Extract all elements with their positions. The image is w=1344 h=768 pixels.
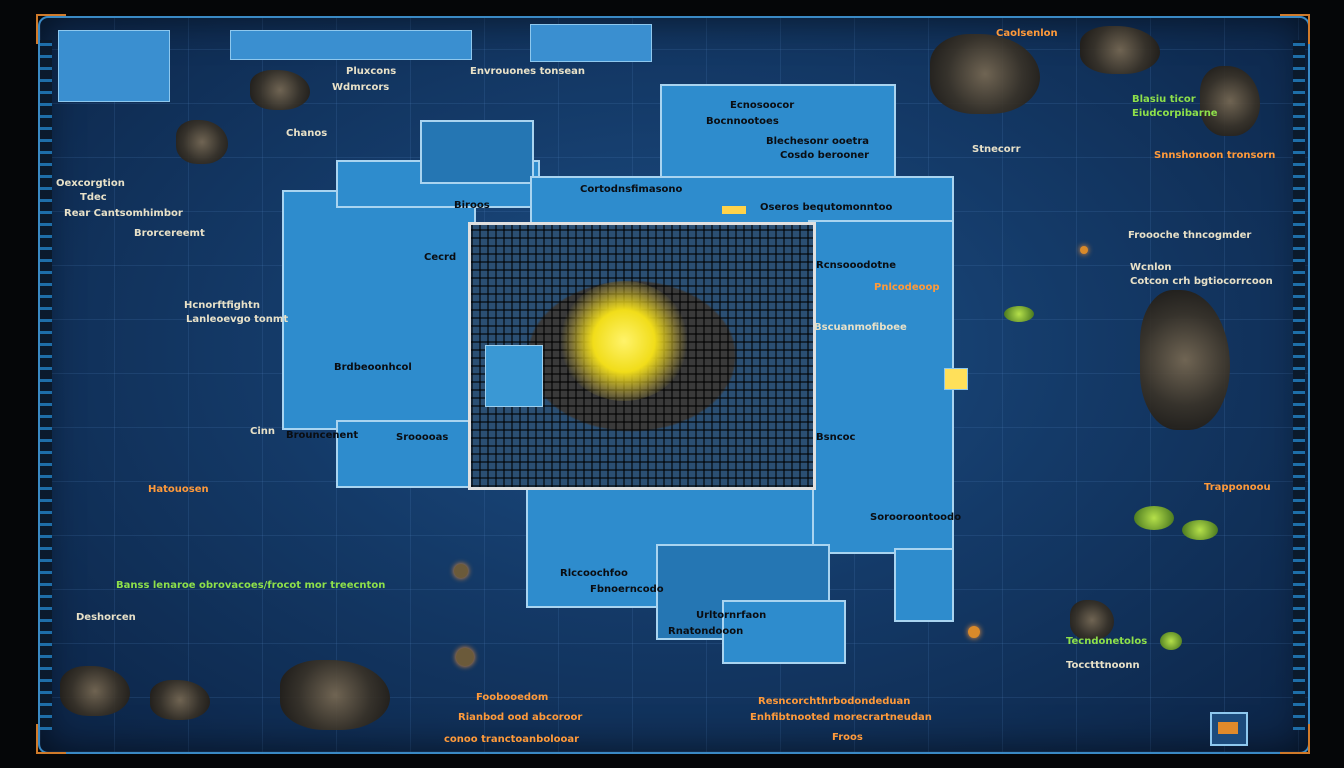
map-panel-west[interactable] (282, 190, 476, 430)
map-label: Foobooedom (476, 692, 549, 703)
panel-label: Sorooroontoodo (870, 512, 962, 523)
map-label: Lanleoevgo tonmt (186, 314, 289, 325)
map-label: Cotcon crh bgtiocorrcoon (1130, 276, 1273, 287)
ore-node-icon[interactable] (454, 564, 468, 578)
selection-marker-icon[interactable] (944, 368, 968, 390)
map-label: Rear Cantsomhimbor (64, 208, 183, 219)
tower-icon[interactable] (1200, 66, 1260, 136)
forest-icon[interactable] (1004, 306, 1034, 322)
corner-ornament (36, 724, 66, 754)
outpost-icon[interactable] (176, 120, 228, 164)
panel-label: Srooooas (396, 432, 449, 443)
yellow-marker-icon[interactable] (722, 206, 746, 214)
map-label: Froooche thncogmder (1128, 230, 1252, 241)
map-label: Enhfibtnooted morecrartneudan (750, 712, 932, 723)
fortress-icon[interactable] (930, 34, 1040, 114)
map-label: Snnshonoon tronsorn (1154, 150, 1276, 161)
mine-icon[interactable] (150, 680, 210, 720)
camp-icon[interactable] (250, 70, 310, 110)
map-label: Trapponoou (1204, 482, 1271, 493)
map-label: Brorcereemt (134, 228, 205, 239)
corner-ornament (36, 14, 66, 44)
map-label: Eiudcorpibarne (1132, 108, 1218, 119)
inset-minimap[interactable] (485, 345, 543, 407)
panel-label: Bsncoc (816, 432, 856, 443)
panel-label: Cecrd (424, 252, 457, 263)
panel-label: Oseros bequtomonntoo (760, 202, 893, 213)
ore-node-icon[interactable] (456, 648, 474, 666)
map-panel-south-foot[interactable] (722, 600, 846, 664)
map-label: Banss lenaroe obrovacoes/frocot mor tree… (116, 580, 386, 591)
map-label: Hatouosen (148, 484, 209, 495)
panel-label: Bocnnootoes (706, 116, 779, 127)
map-panel-north[interactable] (660, 84, 896, 184)
map-label: Tdec (80, 192, 107, 203)
forest-icon[interactable] (1134, 506, 1174, 530)
panel-label: Brdbeoonhcol (334, 362, 412, 373)
panel-label: Bscuanmofiboee (814, 322, 907, 333)
panel-label: Cortodnsfimasono (580, 184, 683, 195)
map-label: Caolsenlon (996, 28, 1058, 39)
map-label: Tocctttnoonn (1066, 660, 1140, 671)
forest-icon[interactable] (1182, 520, 1218, 540)
forest-icon[interactable] (1160, 632, 1182, 650)
map-label: Rianbod ood abcoroor (458, 712, 583, 723)
corner-ornament (1280, 724, 1310, 754)
panel-label: Brouncenent (286, 430, 359, 441)
panel-label: Cosdo berooner (780, 150, 870, 161)
castle-icon[interactable] (1140, 290, 1230, 430)
ruin-icon[interactable] (1080, 26, 1160, 74)
map-label: Chanos (286, 128, 328, 139)
glowing-core-icon[interactable] (559, 281, 689, 401)
map-label: Froos (832, 732, 863, 743)
map-label: Oexcorgtion (56, 178, 125, 189)
map-label: Deshorcen (76, 612, 136, 623)
village-icon[interactable] (280, 660, 390, 730)
panel-label: Fbnoerncodo (590, 584, 664, 595)
center-viewport[interactable] (468, 222, 816, 490)
shipwreck-icon[interactable] (60, 666, 130, 716)
panel-label: Rnatondooon (668, 626, 744, 637)
left-border-ornament (40, 40, 52, 730)
map-label: Wdmrcors (332, 82, 390, 93)
panel-label: Pnlcodeoop (874, 282, 940, 293)
map-label: conoo tranctoanbolooar (444, 734, 580, 745)
top-info-panel[interactable] (530, 24, 652, 62)
panel-label: Rlccoochfoo (560, 568, 628, 579)
map-label: Pluxcons (346, 66, 397, 77)
map-label: Blasiu ticor (1132, 94, 1196, 105)
map-label: Wcnlon (1130, 262, 1172, 273)
map-label: Hcnorftfightn (184, 300, 260, 311)
map-label: Cinn (250, 426, 276, 437)
map-label: Stnecorr (972, 144, 1021, 155)
resource-panel[interactable] (58, 30, 170, 102)
settings-badge-icon[interactable] (1210, 712, 1248, 746)
map-label: Tecndonetolos (1066, 636, 1148, 647)
right-border-ornament (1293, 40, 1305, 730)
map-label: Envrouones tonsean (470, 66, 585, 77)
map-panel-north-small[interactable] (420, 120, 534, 184)
gold-node-icon[interactable] (1080, 246, 1088, 254)
gold-node-icon[interactable] (968, 626, 980, 638)
panel-label: Rcnsooodotne (816, 260, 897, 271)
panel-label: Urltornrfaon (696, 610, 767, 621)
shrine-icon[interactable] (1070, 600, 1114, 640)
corner-ornament (1280, 14, 1310, 44)
panel-label: Biroos (454, 200, 490, 211)
map-label: Resncorchthrbodondeduan (758, 696, 911, 707)
panel-label: Blechesonr ooetra (766, 136, 869, 147)
top-toolbar[interactable] (230, 30, 472, 60)
panel-label: Ecnosoocor (730, 100, 795, 111)
map-panel-east-low[interactable] (894, 548, 954, 622)
